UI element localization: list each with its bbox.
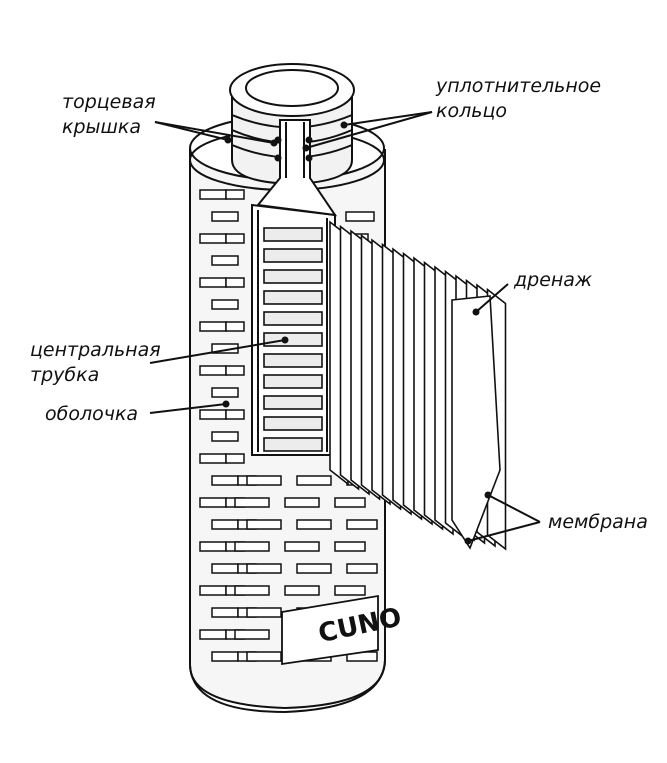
shell-slot (211, 519, 239, 530)
label-drainage: дренаж (513, 269, 592, 291)
shell-slot (225, 233, 245, 244)
shell-slot (246, 475, 282, 486)
shell-slot (211, 607, 239, 618)
shell-slot (225, 277, 245, 288)
center-tube-rib (263, 374, 323, 389)
shell-slot (199, 585, 227, 596)
shell-slot (225, 453, 245, 464)
shell-slot (199, 453, 227, 464)
shell-slot (211, 299, 239, 310)
shell-slot (225, 409, 245, 420)
seal-ring-marks (274, 136, 313, 162)
leader-dots (222, 121, 492, 545)
shell-slot (234, 629, 270, 640)
center-tube-rib (263, 248, 323, 263)
center-tube-rib (263, 269, 323, 284)
membrane-flap (451, 295, 501, 550)
shell-slot (199, 189, 227, 200)
shell-slot (334, 541, 366, 552)
shell-slot (199, 365, 227, 376)
shell-slot (296, 563, 332, 574)
shell-slot (199, 541, 227, 552)
shell-slot (246, 651, 282, 662)
shell-slot (334, 497, 366, 508)
shell-slot (211, 387, 239, 398)
shell-slot (199, 629, 227, 640)
shell-slot (211, 563, 239, 574)
shell-slot (225, 365, 245, 376)
shell-slot (346, 519, 378, 530)
end-cap (229, 63, 355, 217)
center-tube (263, 227, 323, 452)
shell-slot (199, 233, 227, 244)
center-tube-rib (263, 332, 323, 347)
shell-slot (225, 189, 245, 200)
shell-slot (246, 607, 282, 618)
center-tube-rib (263, 437, 323, 452)
label-seal-ring: уплотнительное кольцо (435, 75, 607, 122)
shell-slot (211, 211, 239, 222)
shell-slot (346, 563, 378, 574)
leader-lines (149, 111, 541, 542)
shell-slot (199, 321, 227, 332)
shell-slot (284, 585, 320, 596)
shell-slot (284, 541, 320, 552)
label-end-cap: торцевая крышка (62, 91, 162, 138)
shell-slot (296, 475, 332, 486)
shell-slot (345, 211, 375, 222)
shell-slot (246, 563, 282, 574)
shell-slot (334, 585, 366, 596)
shell-slot (234, 585, 270, 596)
shell-slot (296, 519, 332, 530)
shell-slot (234, 541, 270, 552)
shell-slot (211, 651, 239, 662)
shell-slot (199, 497, 227, 508)
label-shell: оболочка (45, 403, 138, 425)
label-center-tube: центральная трубка (30, 339, 167, 386)
shell-slot (199, 277, 227, 288)
center-tube-rib (263, 416, 323, 431)
shell-slot (199, 409, 227, 420)
center-tube-rib (263, 311, 323, 326)
shell-slot (225, 321, 245, 332)
shell-slot (211, 475, 239, 486)
center-tube-rib (263, 227, 323, 242)
shell-slot (211, 255, 239, 266)
shell-slot (211, 431, 239, 442)
shell-slot (284, 497, 320, 508)
shell-slot (246, 519, 282, 530)
shell-slot (234, 497, 270, 508)
label-membrane: мембрана (548, 511, 648, 533)
center-tube-rib (263, 395, 323, 410)
center-tube-rib (263, 353, 323, 368)
center-tube-rib (263, 290, 323, 305)
